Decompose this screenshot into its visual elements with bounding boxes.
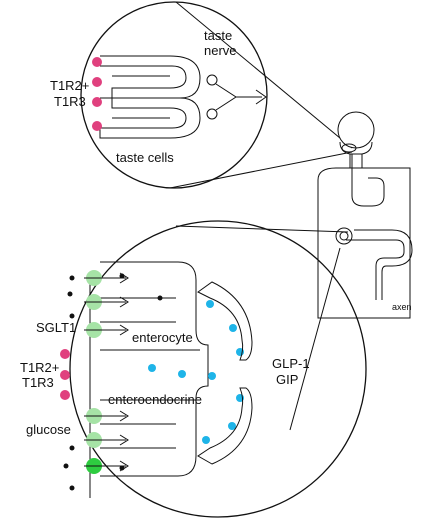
sglt1-label: SGLT1	[36, 320, 76, 335]
receptor-label-bottom-2: T1R3	[22, 375, 54, 390]
glucose-dot	[157, 295, 163, 301]
gip-label: GIP	[276, 372, 298, 387]
enteroendocrine-label: enteroendocrine	[108, 392, 202, 407]
receptor-dots-bottom	[60, 349, 70, 400]
zoom-connector-lines	[169, 1, 353, 431]
hormone-dot	[206, 300, 214, 308]
intestine-zoom: SGLT1 enterocyte T1R2+ T1R3 enteroendocr…	[20, 220, 367, 518]
t1r2-t1r3-receptor	[60, 390, 70, 400]
hormone-dot	[208, 372, 216, 380]
hormone-release-arrows	[197, 281, 253, 465]
hormone-dot	[148, 364, 156, 372]
glucose-label: glucose	[26, 422, 71, 437]
t1r2-t1r3-receptor	[60, 349, 70, 359]
hormone-dot	[178, 370, 186, 378]
taste-nerve	[206, 74, 267, 120]
hormone-dot	[202, 436, 210, 444]
t1r2-t1r3-receptor	[92, 77, 102, 87]
t1r2-t1r3-receptor	[92, 57, 102, 67]
receptor-label-bottom-1: T1R2+	[20, 360, 59, 375]
glucose-dot	[67, 291, 73, 297]
glucose-dot	[63, 463, 69, 469]
body-label: axen	[392, 302, 412, 312]
glucose-dot	[69, 485, 75, 491]
receptor-label-top-1: T1R2+	[50, 78, 89, 93]
glucose-dot	[69, 445, 75, 451]
glucose-dot	[119, 465, 125, 471]
taste-bud-zoom: taste nerve T1R2+ T1R3 taste cells	[50, 1, 268, 189]
glucose-dot	[69, 275, 75, 281]
hormone-dot	[228, 422, 236, 430]
sglt1-transporters	[84, 270, 129, 474]
taste-cells-group	[99, 55, 201, 139]
t1r2-t1r3-receptor	[92, 97, 102, 107]
glucose-molecules	[63, 273, 163, 491]
t1r2-t1r3-receptor	[92, 121, 102, 131]
enterocyte-label: enterocyte	[132, 330, 193, 345]
glucose-dot	[119, 273, 125, 279]
glucose-dot	[69, 313, 75, 319]
hormone-dot	[229, 324, 237, 332]
taste-nerve-label-2: nerve	[204, 43, 237, 58]
epithelial-cells	[89, 261, 209, 498]
taste-cells-label: taste cells	[116, 150, 174, 165]
taste-nerve-label-1: taste	[204, 28, 232, 43]
glp1-label: GLP-1	[272, 356, 310, 371]
receptor-dots-top	[92, 57, 102, 131]
t1r2-t1r3-receptor	[60, 370, 70, 380]
body-outline: axen	[317, 111, 413, 319]
receptor-label-top-2: T1R3	[54, 94, 86, 109]
